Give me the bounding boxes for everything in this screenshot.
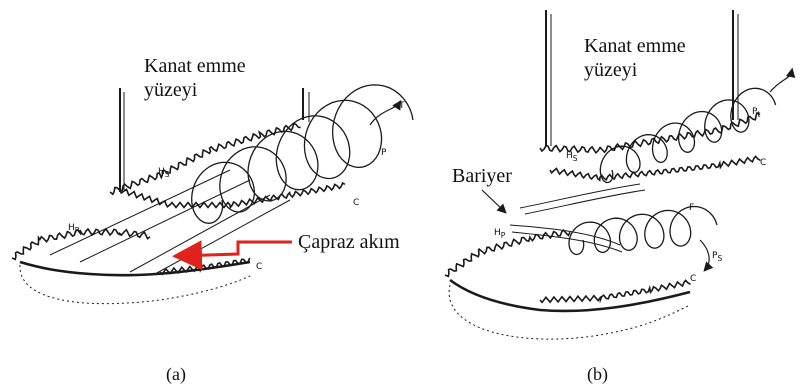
panel-a-diagram bbox=[12, 85, 413, 304]
crossflow-arrow bbox=[178, 242, 292, 256]
caption-b: (b) bbox=[587, 364, 608, 385]
vortex-label-hs-a: HS bbox=[158, 167, 170, 180]
barrier-ribbon bbox=[510, 225, 620, 245]
barrier-arrow bbox=[482, 190, 505, 212]
vortex-label-hp-b: HP bbox=[494, 228, 505, 241]
vortex-label-c-lower-b: C bbox=[690, 274, 696, 284]
corner-vortex-lower bbox=[120, 183, 345, 274]
vortex-label-c-upper-a: C bbox=[353, 198, 359, 208]
outlet-arrow bbox=[700, 240, 709, 270]
passage-vortex-spiral-lower bbox=[569, 207, 717, 255]
horseshoe-vortex-pressure bbox=[445, 230, 570, 276]
vortex-label-p-a: P bbox=[381, 148, 386, 158]
vortex-label-c-lower-a: C bbox=[256, 262, 262, 272]
endwall-boundary bbox=[20, 262, 250, 275]
crossflow-label: Çapraz akım bbox=[298, 230, 400, 254]
corner-vortex-lower bbox=[540, 156, 760, 302]
vortex-label-c-upper-b: C bbox=[760, 158, 766, 168]
barrier-ribbon bbox=[525, 190, 645, 214]
vortex-label-t-a: T bbox=[399, 101, 405, 111]
horseshoe-vortex-suction bbox=[540, 113, 760, 153]
caption-a: (a) bbox=[166, 364, 186, 385]
horseshoe-vortex-pressure bbox=[12, 229, 150, 259]
suction-surface-label-b: Kanat emme yüzeyi bbox=[584, 34, 686, 82]
vortex-label-pt-b: Pt bbox=[752, 107, 760, 120]
outlet-arrow bbox=[370, 102, 400, 125]
vortex-label-hp-a: HP bbox=[68, 223, 79, 236]
barrier-label: Bariyer bbox=[452, 164, 512, 188]
vortex-label-f-b: F bbox=[689, 203, 694, 213]
vortex-label-hs-b: HS bbox=[566, 151, 578, 164]
outlet-arrow bbox=[770, 70, 792, 92]
vortex-label-ps-b: PS bbox=[712, 251, 722, 264]
suction-surface-label-a: Kanat emme yüzeyi bbox=[144, 54, 246, 102]
crossflow-streamline bbox=[80, 180, 250, 262]
barrier-ribbon bbox=[520, 184, 640, 208]
